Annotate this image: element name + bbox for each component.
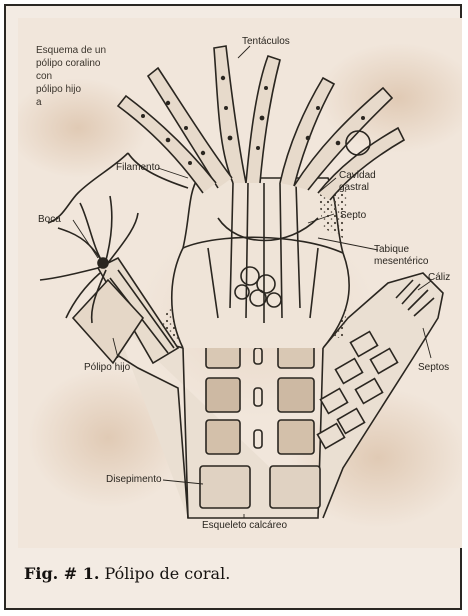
caption-text: Pólipo de coral. xyxy=(105,564,231,583)
illustration-plate: Esquema de un pólipo coralino con pólipo… xyxy=(18,18,462,548)
diagram-title: Esquema de un pólipo coralino con pólipo… xyxy=(36,44,106,109)
label-tabique-2: mesentérico xyxy=(374,256,428,267)
label-tentaculos: Tentáculos xyxy=(242,36,290,47)
label-esqueleto: Esqueleto calcáreo xyxy=(202,520,287,531)
label-filamento: Filamento xyxy=(116,162,160,173)
caption-prefix: Fig. # 1. xyxy=(24,564,99,583)
label-tabique-1: Tabique xyxy=(374,244,409,255)
label-disepimento: Disepimento xyxy=(106,474,162,485)
title-line-4: pólipo hijo xyxy=(36,83,106,96)
title-line-3: con xyxy=(36,70,106,83)
figure-frame: Esquema de un pólipo coralino con pólipo… xyxy=(4,4,462,610)
title-line-1: Esquema de un xyxy=(36,44,106,57)
label-caliz: Cáliz xyxy=(428,272,450,283)
figure-caption: Fig. # 1. Pólipo de coral. xyxy=(24,564,454,594)
label-septos: Septos xyxy=(418,362,449,373)
label-cavidad-2: gastral xyxy=(339,182,369,193)
main-polyp-body xyxy=(172,178,349,348)
title-line-2: pólipo coralino xyxy=(36,57,106,70)
label-polipo-hijo: Pólipo hijo xyxy=(84,362,130,373)
label-cavidad-1: Cavidad xyxy=(339,170,376,181)
label-boca: Boca xyxy=(38,214,61,225)
title-mark: a xyxy=(36,96,106,109)
label-septo: Septo xyxy=(340,210,366,221)
